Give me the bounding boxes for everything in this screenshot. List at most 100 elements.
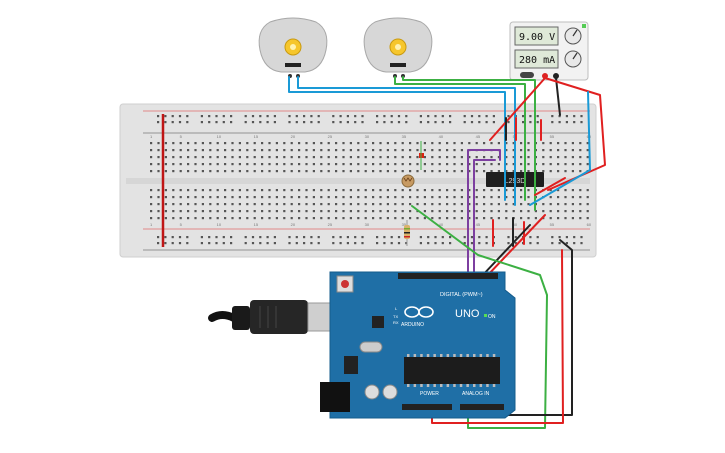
breadboard-hole[interactable]: [505, 196, 508, 199]
breadboard-hole[interactable]: [379, 210, 382, 213]
breadboard-hole[interactable]: [357, 189, 360, 192]
breadboard-hole[interactable]: [157, 196, 160, 199]
breadboard-hole[interactable]: [379, 149, 382, 152]
breadboard-hole[interactable]: [579, 156, 582, 159]
breadboard-hole[interactable]: [475, 156, 478, 159]
breadboard-hole[interactable]: [172, 142, 175, 145]
breadboard-hole[interactable]: [427, 242, 430, 245]
breadboard-hole[interactable]: [320, 203, 323, 206]
breadboard-hole[interactable]: [434, 115, 437, 118]
breadboard-hole[interactable]: [423, 170, 426, 173]
breadboard-hole[interactable]: [527, 196, 530, 199]
breadboard-hole[interactable]: [244, 115, 247, 118]
breadboard-hole[interactable]: [310, 242, 313, 245]
breadboard-hole[interactable]: [549, 170, 552, 173]
breadboard-hole[interactable]: [327, 156, 330, 159]
breadboard-hole[interactable]: [497, 203, 500, 206]
breadboard-hole[interactable]: [549, 189, 552, 192]
breadboard-hole[interactable]: [246, 189, 249, 192]
breadboard-hole[interactable]: [327, 210, 330, 213]
breadboard-hole[interactable]: [490, 217, 493, 220]
breadboard-hole[interactable]: [290, 217, 293, 220]
breadboard-hole[interactable]: [361, 115, 364, 118]
breadboard-hole[interactable]: [446, 170, 449, 173]
breadboard-hole[interactable]: [505, 210, 508, 213]
breadboard-hole[interactable]: [557, 196, 560, 199]
breadboard-hole[interactable]: [201, 149, 204, 152]
breadboard-hole[interactable]: [470, 242, 474, 245]
breadboard-hole[interactable]: [514, 242, 517, 245]
breadboard-hole[interactable]: [386, 149, 389, 152]
breadboard-hole[interactable]: [564, 170, 567, 173]
breadboard-hole[interactable]: [312, 196, 315, 199]
breadboard-hole[interactable]: [483, 156, 486, 159]
breadboard-hole[interactable]: [520, 210, 523, 213]
breadboard-hole[interactable]: [460, 217, 463, 220]
breadboard-hole[interactable]: [157, 142, 160, 145]
breadboard-hole[interactable]: [349, 142, 352, 145]
breadboard-hole[interactable]: [312, 170, 315, 173]
breadboard-hole[interactable]: [423, 149, 426, 152]
breadboard-hole[interactable]: [438, 163, 441, 166]
breadboard-hole[interactable]: [244, 121, 247, 124]
breadboard-hole[interactable]: [327, 217, 330, 220]
breadboard-hole[interactable]: [238, 156, 241, 159]
breadboard-hole[interactable]: [478, 115, 481, 118]
breadboard-hole[interactable]: [179, 156, 182, 159]
breadboard-hole[interactable]: [275, 170, 278, 173]
breadboard-hole[interactable]: [376, 115, 379, 118]
breadboard-hole[interactable]: [383, 236, 386, 239]
breadboard-hole[interactable]: [259, 115, 262, 118]
breadboard-hole[interactable]: [157, 217, 160, 220]
breadboard-hole[interactable]: [558, 115, 561, 118]
breadboard-hole[interactable]: [520, 170, 523, 173]
breadboard-hole[interactable]: [332, 236, 335, 239]
breadboard-hole[interactable]: [349, 149, 352, 152]
breadboard-hole[interactable]: [171, 242, 174, 245]
breadboard-hole[interactable]: [475, 189, 478, 192]
breadboard-hole[interactable]: [150, 156, 153, 159]
breadboard-hole[interactable]: [394, 142, 397, 145]
breadboard-hole[interactable]: [224, 170, 227, 173]
breadboard-hole[interactable]: [397, 242, 401, 245]
breadboard-hole[interactable]: [335, 156, 338, 159]
breadboard-hole[interactable]: [453, 156, 456, 159]
breadboard-hole[interactable]: [579, 189, 582, 192]
breadboard-hole[interactable]: [401, 156, 404, 159]
breadboard-hole[interactable]: [261, 170, 264, 173]
breadboard-hole[interactable]: [273, 236, 276, 239]
breadboard-hole[interactable]: [579, 203, 582, 206]
breadboard-hole[interactable]: [534, 210, 537, 213]
breadboard-hole[interactable]: [305, 203, 308, 206]
breadboard-hole[interactable]: [253, 170, 256, 173]
breadboard-hole[interactable]: [423, 163, 426, 166]
breadboard-hole[interactable]: [312, 149, 315, 152]
breadboard-hole[interactable]: [194, 189, 197, 192]
breadboard-hole[interactable]: [483, 196, 486, 199]
breadboard-hole[interactable]: [208, 121, 211, 124]
breadboard-hole[interactable]: [201, 203, 204, 206]
breadboard-hole[interactable]: [172, 189, 175, 192]
breadboard-hole[interactable]: [290, 156, 293, 159]
breadboard-hole[interactable]: [157, 189, 160, 192]
breadboard-hole[interactable]: [259, 242, 262, 245]
breadboard-hole[interactable]: [505, 149, 508, 152]
breadboard-hole[interactable]: [312, 210, 315, 213]
wire-psu-negative[interactable]: [555, 77, 561, 116]
breadboard-hole[interactable]: [438, 142, 441, 145]
breadboard-hole[interactable]: [266, 236, 269, 239]
breadboard-hole[interactable]: [342, 142, 345, 145]
breadboard-hole[interactable]: [497, 210, 500, 213]
breadboard-hole[interactable]: [438, 156, 441, 159]
breadboard-hole[interactable]: [483, 217, 486, 220]
breadboard-hole[interactable]: [231, 142, 234, 145]
breadboard-hole[interactable]: [431, 196, 434, 199]
breadboard-hole[interactable]: [231, 210, 234, 213]
breadboard-hole[interactable]: [238, 149, 241, 152]
breadboard-hole[interactable]: [529, 115, 532, 118]
breadboard-hole[interactable]: [157, 170, 160, 173]
breadboard-hole[interactable]: [194, 156, 197, 159]
breadboard-hole[interactable]: [460, 203, 463, 206]
breadboard-hole[interactable]: [342, 170, 345, 173]
breadboard-hole[interactable]: [194, 196, 197, 199]
